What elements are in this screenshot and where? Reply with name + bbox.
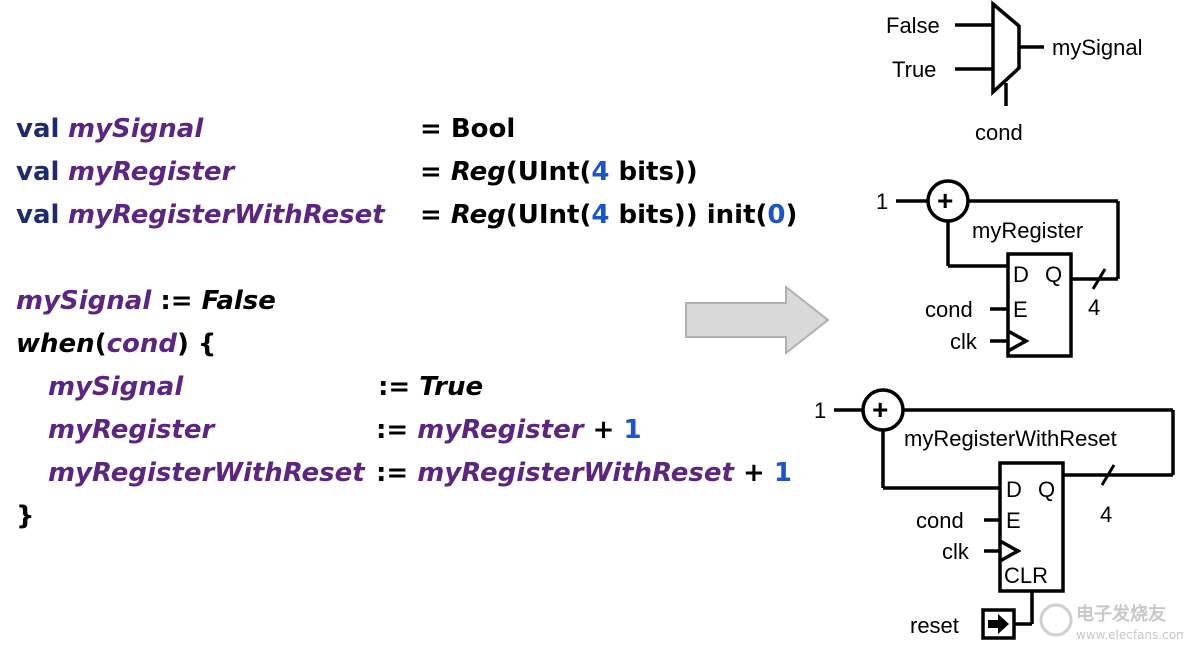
transform-arrow — [685, 284, 830, 356]
identifier: myRegisterWithReset — [68, 200, 385, 230]
reg2-reset-label: reset — [910, 613, 959, 638]
mux-in1-label: True — [892, 57, 936, 82]
assign-op: := — [378, 372, 411, 402]
register-1 — [896, 179, 1120, 358]
reg1-e-label: E — [1013, 297, 1028, 322]
reg2-box — [998, 461, 1065, 593]
plus-op: + — [583, 415, 624, 445]
condition-identifier: cond — [106, 329, 177, 359]
mux-in0-label: False — [886, 13, 940, 38]
paren-open: ( — [94, 329, 107, 359]
assign-rhs: := myRegisterWithReset + 1 — [376, 452, 792, 495]
number-literal: 4 — [591, 157, 610, 187]
reg2-clk-triangle — [999, 539, 1022, 563]
mux-sel-label: cond — [975, 120, 1023, 145]
identifier: mySignal — [16, 286, 152, 316]
assign-statement: mySignal := False — [16, 280, 276, 323]
reg1-box — [1006, 252, 1073, 358]
assign-expression: = Reg(UInt(4 bits)) — [420, 151, 698, 194]
bool-literal: False — [201, 286, 276, 316]
brace-close: } — [16, 501, 35, 531]
watermark-cn: 电子发烧友 — [1076, 603, 1166, 625]
number-literal: 4 — [591, 200, 610, 230]
expr-identifier: myRegister — [417, 415, 584, 445]
reg2-clk-label: clk — [942, 539, 970, 564]
mux-out-label: mySignal — [1052, 35, 1142, 60]
reg2-e-label: E — [1006, 508, 1021, 533]
keyword-val: val — [16, 200, 60, 230]
type-name: Reg — [450, 200, 506, 230]
identifier: mySignal — [68, 114, 204, 144]
reg2-en-label: cond — [916, 508, 964, 533]
type-name: Reg — [450, 157, 506, 187]
keyword-val: val — [16, 114, 60, 144]
reg1-q-label: Q — [1045, 262, 1062, 287]
number-literal: 1 — [623, 415, 642, 445]
reg2-name-label: myRegisterWithReset — [904, 426, 1117, 451]
when-keyword: when — [16, 329, 95, 359]
reg1-const-label: 1 — [876, 189, 888, 214]
reg2-const-label: 1 — [814, 398, 826, 423]
assign-rhs: := True — [378, 366, 483, 409]
identifier: myRegisterWithReset — [48, 458, 365, 488]
type-open: (UInt( — [505, 200, 592, 230]
assign-op: := — [151, 286, 202, 316]
when-statement: when(cond) { — [16, 323, 216, 366]
reg1-width-label: 4 — [1088, 295, 1100, 320]
expr-identifier: myRegisterWithReset — [417, 458, 734, 488]
reg1-en-label: cond — [925, 297, 973, 322]
reset-arrow-icon — [988, 614, 1009, 634]
number-literal: 1 — [773, 458, 792, 488]
reg1-adder-label: + — [937, 185, 953, 216]
assign-expression: = Reg(UInt(4 bits)) init(0) — [420, 194, 797, 237]
identifier: myRegister — [48, 415, 215, 445]
assign-op: = — [420, 200, 442, 230]
plus-op: + — [733, 458, 774, 488]
init-literal: 0 — [767, 200, 786, 230]
paren-close: ) { — [176, 329, 217, 359]
type-open: (UInt( — [505, 157, 592, 187]
mux-body — [991, 0, 1021, 96]
assign-rhs: := myRegister + 1 — [376, 409, 642, 452]
assign-text: = Bool — [420, 114, 516, 144]
type-close: bits)) — [609, 157, 698, 187]
reg2-adder-label: + — [872, 394, 888, 425]
mux — [955, 0, 1044, 106]
init-close: ) — [785, 200, 798, 230]
reg2-clr-label: CLR — [1004, 563, 1048, 588]
reg1-d-label: D — [1013, 262, 1029, 287]
watermark-url: www.elecfans.com — [1076, 628, 1184, 642]
reg2-width-label: 4 — [1100, 502, 1112, 527]
assign-op: := — [376, 415, 409, 445]
reg1-clk-label: clk — [950, 329, 978, 354]
watermark: 电子发烧友 www.elecfans.com — [1039, 603, 1184, 642]
reg2-d-label: D — [1006, 477, 1022, 502]
reg1-bus-slash — [1091, 268, 1107, 290]
type-close: bits)) init( — [609, 200, 768, 230]
reg1-name-label: myRegister — [972, 218, 1083, 243]
assign-op: = — [420, 157, 442, 187]
identifier: mySignal — [48, 372, 184, 402]
reg1-clk-triangle — [1007, 329, 1030, 353]
watermark-logo-icon — [1039, 603, 1073, 637]
keyword-val: val — [16, 157, 60, 187]
reg2-q-label: Q — [1038, 477, 1055, 502]
assign-op: := — [376, 458, 409, 488]
reg2-bus-slash — [1100, 464, 1116, 486]
identifier: myRegister — [68, 157, 235, 187]
bool-literal: True — [419, 372, 484, 402]
